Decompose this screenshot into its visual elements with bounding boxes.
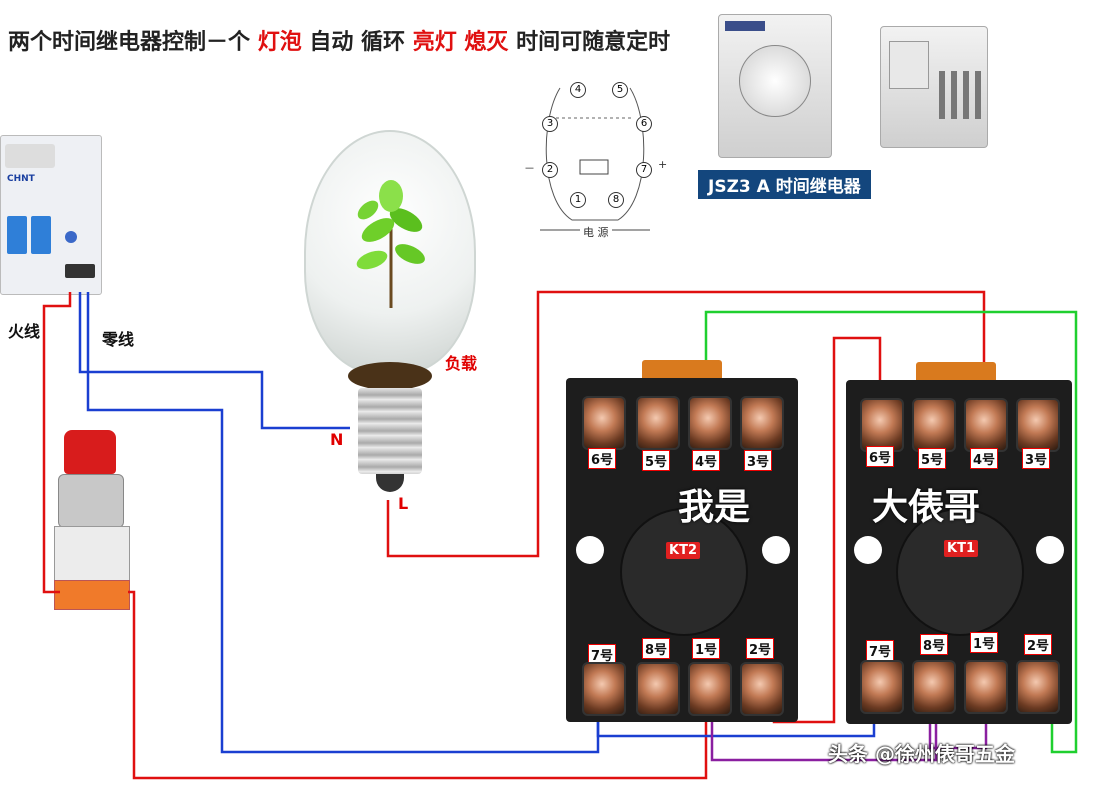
live-wire-to-relay bbox=[128, 590, 708, 780]
l-label: L bbox=[398, 494, 409, 513]
kt1-label-8: 8号 bbox=[920, 634, 949, 655]
kt2-name: KT2 bbox=[666, 542, 700, 559]
kt2-terminal-7[interactable] bbox=[582, 662, 626, 716]
light-bulb bbox=[304, 130, 476, 500]
pin-7: 7 bbox=[636, 162, 652, 178]
load-label: 负载 bbox=[445, 354, 478, 373]
kt1-label-6: 6号 bbox=[866, 446, 895, 467]
kt2-terminal-4[interactable] bbox=[688, 396, 732, 450]
title-part5: 时间可随意定时 bbox=[516, 30, 671, 55]
purple-wire-2 bbox=[928, 704, 988, 750]
kt2-terminal-5[interactable] bbox=[636, 396, 680, 450]
diagram-title: 两个时间继电器控制－个 灯泡 自动 循环 亮灯 熄灭 时间可随意定时 bbox=[8, 24, 670, 56]
bulb-tip bbox=[376, 474, 404, 492]
title-part4: 亮灯 熄灭 bbox=[412, 30, 509, 55]
selector-switch[interactable] bbox=[50, 430, 132, 610]
kt1-label-3: 3号 bbox=[1022, 448, 1051, 469]
kt1-label-5: 5号 bbox=[918, 448, 947, 469]
kt2-label-3: 3号 bbox=[744, 450, 773, 471]
kt2-terminal-1[interactable] bbox=[688, 662, 732, 716]
kt1-top-tab bbox=[916, 362, 996, 382]
kt1-label-4: 4号 bbox=[970, 448, 999, 469]
relay-pins bbox=[939, 71, 985, 119]
neutral-label: 零线 bbox=[102, 330, 135, 349]
title-part3: 自动 循环 bbox=[309, 30, 406, 55]
kt1-overlay-text: 大俵哥 bbox=[872, 487, 981, 528]
n-label: N bbox=[330, 430, 344, 449]
relay-brand bbox=[725, 21, 765, 31]
plant-icon bbox=[348, 180, 434, 310]
soil bbox=[348, 362, 432, 390]
purple-wire-1 bbox=[710, 704, 938, 762]
kt1-terminal-2[interactable] bbox=[1016, 660, 1060, 714]
kt2-center-socket bbox=[620, 508, 748, 636]
kt1-label-2: 2号 bbox=[1024, 634, 1053, 655]
plus-sign: + bbox=[658, 158, 668, 171]
kt1-label-1: 1号 bbox=[970, 632, 999, 653]
kt1-center-socket bbox=[896, 508, 1024, 636]
pin-6: 6 bbox=[636, 116, 652, 132]
kt1-terminal-5[interactable] bbox=[912, 398, 956, 452]
kt1-label-7: 7号 bbox=[866, 640, 895, 661]
kt2-terminal-2[interactable] bbox=[740, 662, 784, 716]
breaker-terminals bbox=[65, 264, 95, 278]
pin-diagram: 4 5 3 6 2 7 1 8 － + 电 源 bbox=[520, 80, 670, 250]
kt1-terminal-8[interactable] bbox=[912, 660, 956, 714]
kt2-label-8: 8号 bbox=[642, 638, 671, 659]
kt2-label-5: 5号 bbox=[642, 450, 671, 471]
kt2-terminal-3[interactable] bbox=[740, 396, 784, 450]
supply-label: 电 源 bbox=[580, 224, 612, 240]
circuit-breaker: CHNT bbox=[0, 135, 102, 295]
kt1-name: KT1 bbox=[944, 540, 978, 557]
kt2-label-6: 6号 bbox=[588, 448, 617, 469]
title-part2: 灯泡 bbox=[257, 30, 302, 55]
live-wire-to-switch bbox=[42, 292, 72, 594]
kt2-label-2: 2号 bbox=[746, 638, 775, 659]
kt1-terminal-7[interactable] bbox=[860, 660, 904, 714]
kt2-socket: 6号 5号 4号 3号 KT2 7号 8号 1号 2号 bbox=[566, 360, 798, 722]
kt2-label-1: 1号 bbox=[692, 638, 721, 659]
kt1-terminal-3[interactable] bbox=[1016, 398, 1060, 452]
pin-1: 1 bbox=[570, 192, 586, 208]
breaker-switch-1[interactable] bbox=[7, 216, 27, 254]
breaker-switch-2[interactable] bbox=[31, 216, 51, 254]
title-part1: 两个时间继电器控制－个 bbox=[8, 30, 251, 55]
kt1-terminal-6[interactable] bbox=[860, 398, 904, 452]
kt1-mount-hole-left bbox=[854, 536, 882, 564]
kt2-mount-hole-right bbox=[762, 536, 790, 564]
kt2-overlay-text: 我是 bbox=[678, 487, 751, 528]
bulb-base bbox=[358, 388, 422, 474]
timer-relay-photo bbox=[718, 14, 832, 158]
pin-4: 4 bbox=[570, 82, 586, 98]
pin-3: 3 bbox=[542, 116, 558, 132]
kt2-label-4: 4号 bbox=[692, 450, 721, 471]
selector-knob[interactable] bbox=[64, 430, 116, 474]
relay-back-photo bbox=[880, 26, 988, 148]
live-label: 火线 bbox=[8, 322, 41, 341]
kt2-mount-hole-left bbox=[576, 536, 604, 564]
neutral-to-relays bbox=[86, 292, 600, 754]
kt2-label-7: 7号 bbox=[588, 644, 617, 665]
test-button[interactable] bbox=[65, 231, 77, 243]
kt2-terminal-8[interactable] bbox=[636, 662, 680, 716]
relay-caption: JSZ3 A 时间继电器 bbox=[698, 170, 871, 199]
kt1-socket: 6号 5号 4号 3号 KT1 7号 8号 1号 2号 bbox=[846, 362, 1072, 724]
minus-sign: － bbox=[524, 162, 535, 175]
pin-5: 5 bbox=[612, 82, 628, 98]
kt2-top-tab bbox=[642, 360, 722, 380]
green-wire bbox=[704, 310, 1078, 754]
footer-watermark: 头条 @徐州俵哥五金 bbox=[828, 742, 1015, 766]
timer-dial bbox=[739, 45, 811, 117]
kt1-mount-hole-right bbox=[1036, 536, 1064, 564]
pin-2: 2 bbox=[542, 162, 558, 178]
kt1-terminal-1[interactable] bbox=[964, 660, 1008, 714]
neutral-to-bulb bbox=[78, 292, 350, 430]
pin-8: 8 bbox=[608, 192, 624, 208]
kt1-terminal-4[interactable] bbox=[964, 398, 1008, 452]
breaker-brand: CHNT bbox=[7, 174, 35, 184]
kt2-terminal-6[interactable] bbox=[582, 396, 626, 450]
load-to-kt2-4 bbox=[386, 290, 986, 558]
